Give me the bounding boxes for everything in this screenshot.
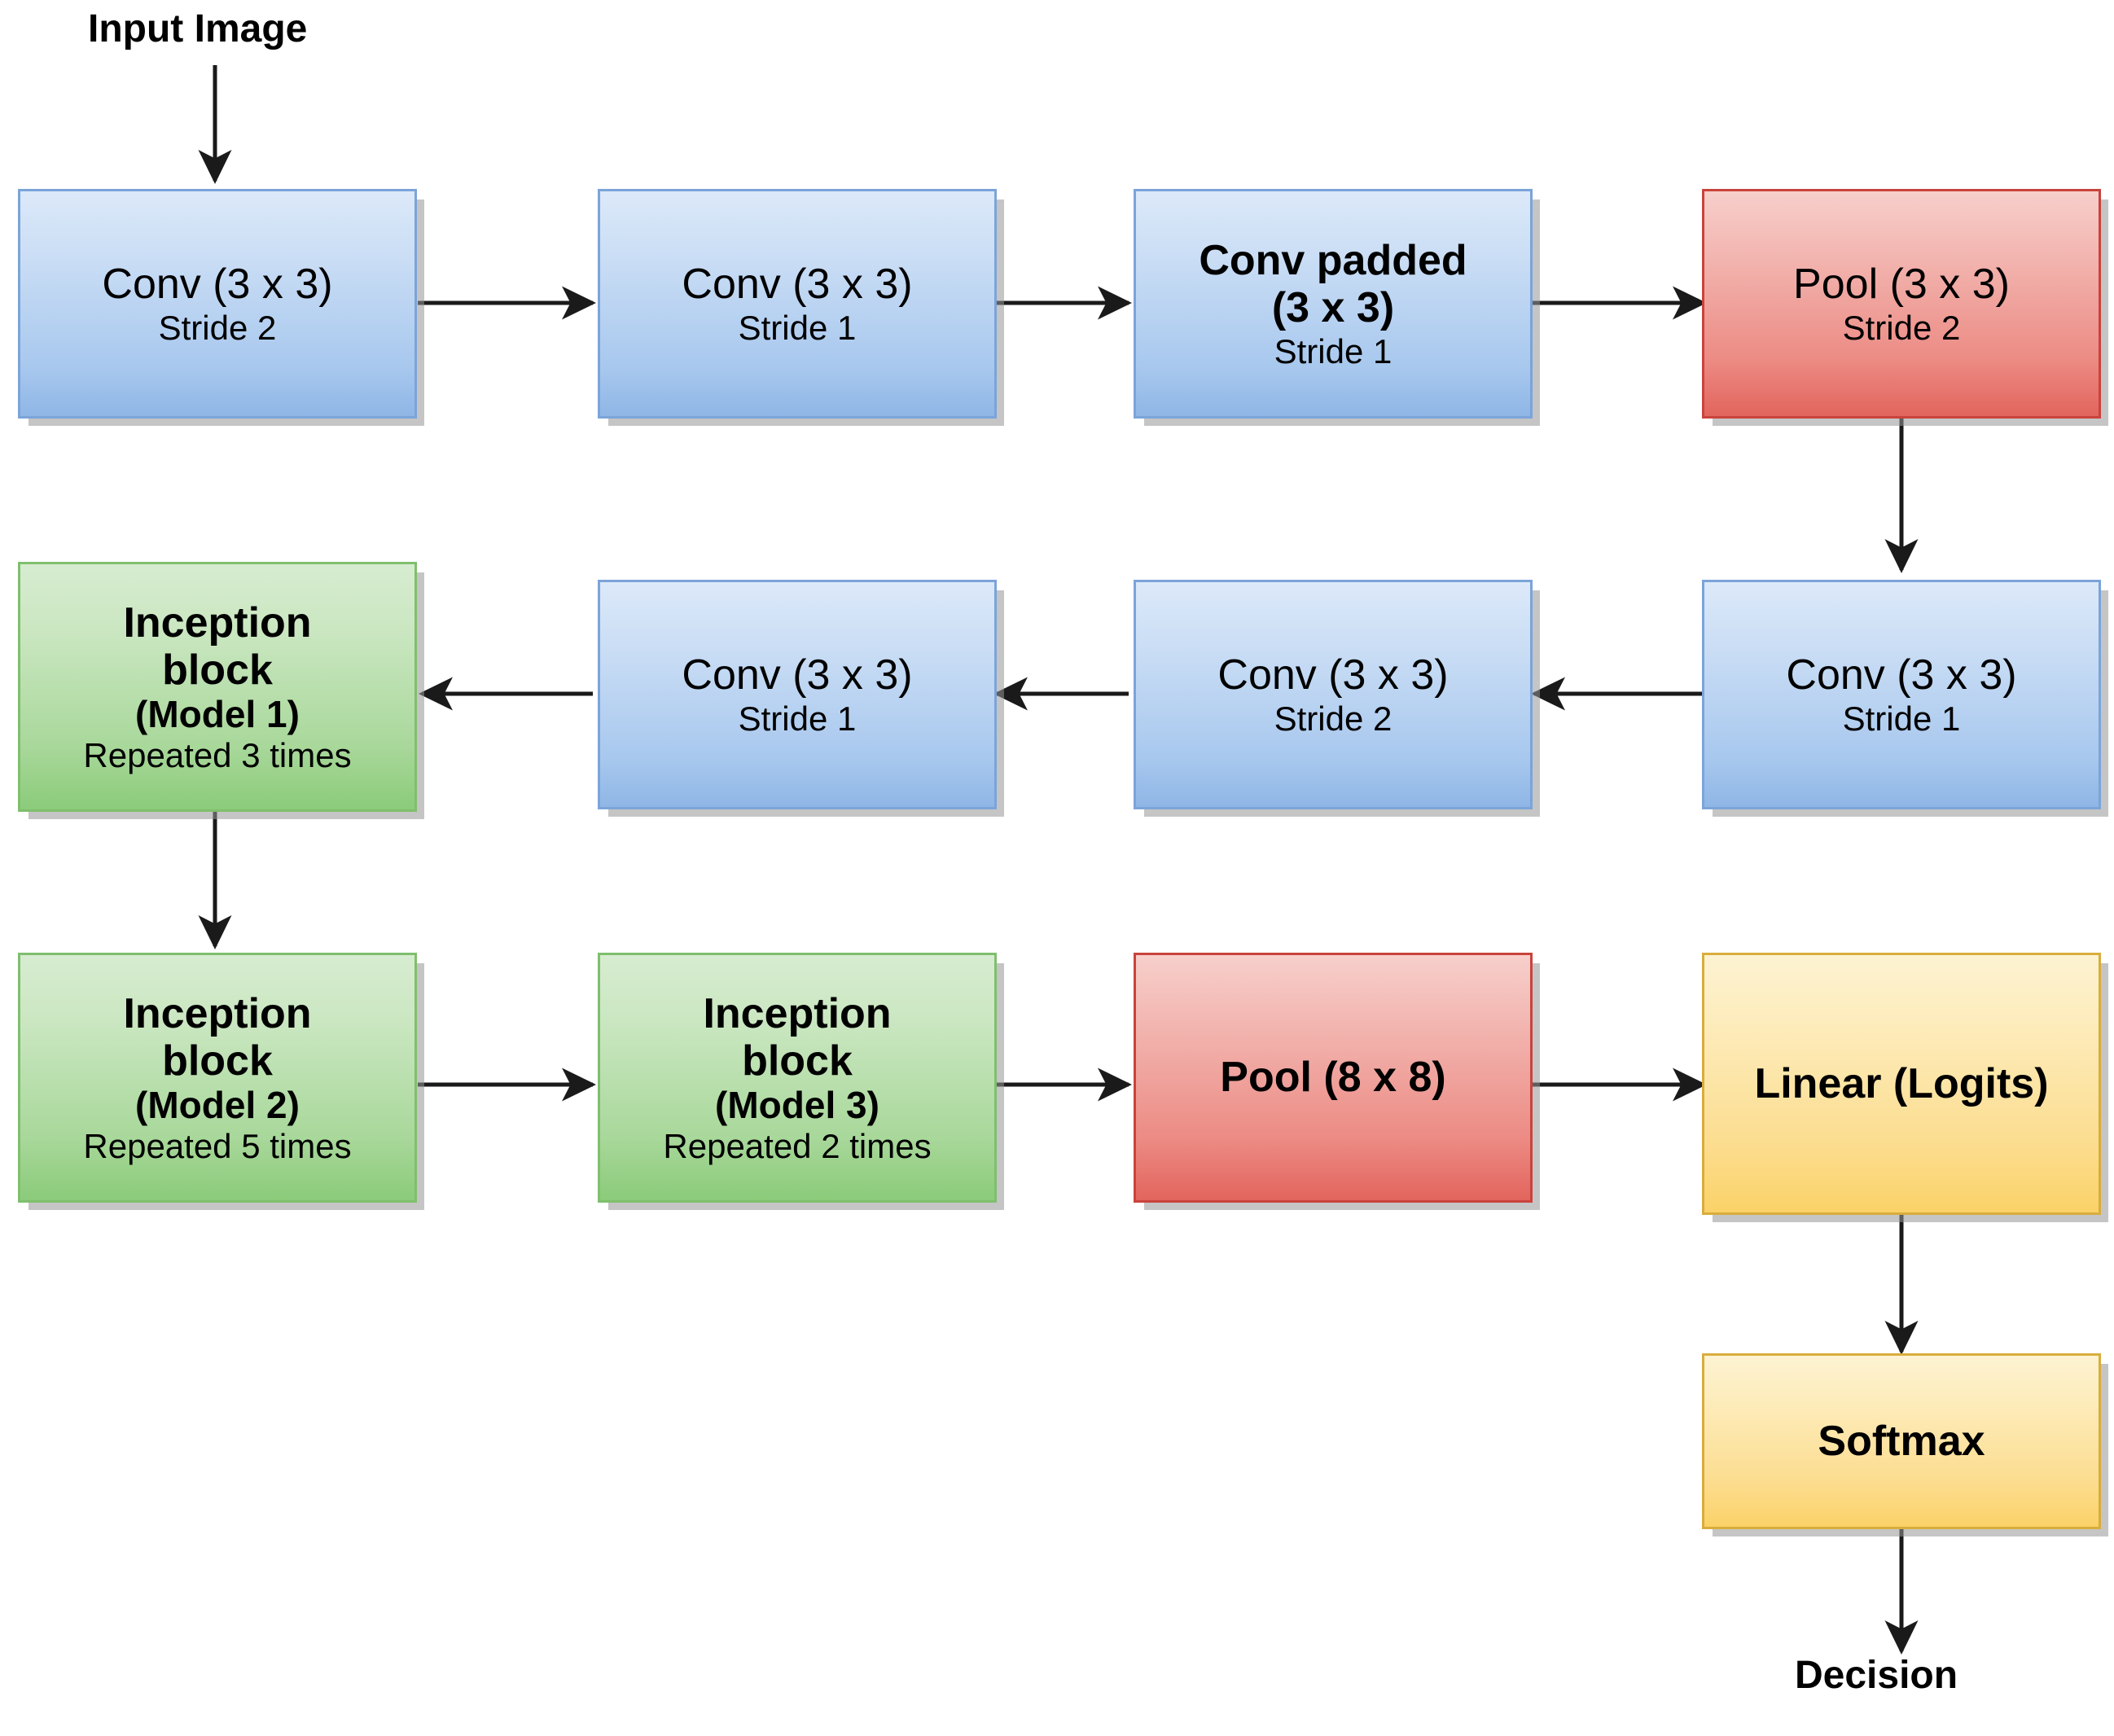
input-image-label: Input Image — [88, 7, 308, 50]
block-pool1-title: Pool (3 x 3) — [1793, 261, 2010, 309]
block-inception-1-model: (Model 1) — [135, 693, 300, 736]
block-inception-3-title: Inception — [703, 989, 892, 1037]
block-pool2[interactable]: Pool (8 x 8) — [1134, 953, 1533, 1203]
block-conv6-title: Conv (3 x 3) — [1786, 651, 2017, 699]
block-conv4-detail: Stride 1 — [738, 699, 857, 738]
block-conv2-detail: Stride 1 — [738, 308, 857, 347]
block-inception-2[interactable]: Inception block (Model 2) Repeated 5 tim… — [18, 953, 417, 1203]
block-conv3-title: Conv padded — [1199, 237, 1467, 285]
block-inception-2-title2: block — [162, 1037, 273, 1085]
decision-label: Decision — [1795, 1654, 1958, 1697]
block-softmax-title: Softmax — [1818, 1417, 1985, 1465]
block-softmax[interactable]: Softmax — [1702, 1353, 2101, 1529]
block-inception-3-title2: block — [742, 1037, 853, 1085]
block-conv6-detail: Stride 1 — [1842, 699, 1961, 738]
block-inception-3-detail: Repeated 2 times — [663, 1126, 932, 1165]
block-linear-logits[interactable]: Linear (Logits) — [1702, 953, 2101, 1215]
block-conv5-title: Conv (3 x 3) — [1217, 651, 1449, 699]
block-conv1[interactable]: Conv (3 x 3) Stride 2 — [18, 189, 417, 419]
block-inception-2-title: Inception — [123, 989, 312, 1037]
block-pool1-detail: Stride 2 — [1842, 308, 1961, 347]
block-conv4-title: Conv (3 x 3) — [682, 651, 913, 699]
block-conv2[interactable]: Conv (3 x 3) Stride 1 — [598, 189, 997, 419]
block-inception-3-model: (Model 3) — [715, 1084, 879, 1127]
block-conv5-detail: Stride 2 — [1274, 699, 1393, 738]
block-inception-2-detail: Repeated 5 times — [83, 1126, 352, 1165]
block-conv3-title2: (3 x 3) — [1271, 284, 1395, 332]
block-conv5[interactable]: Conv (3 x 3) Stride 2 — [1134, 580, 1533, 809]
block-inception-3[interactable]: Inception block (Model 3) Repeated 2 tim… — [598, 953, 997, 1203]
block-conv6[interactable]: Conv (3 x 3) Stride 1 — [1702, 580, 2101, 809]
block-inception-1[interactable]: Inception block (Model 1) Repeated 3 tim… — [18, 562, 417, 812]
block-conv3-padded[interactable]: Conv padded (3 x 3) Stride 1 — [1134, 189, 1533, 419]
block-pool2-title: Pool (8 x 8) — [1220, 1054, 1446, 1102]
block-conv2-title: Conv (3 x 3) — [682, 261, 913, 309]
block-conv4[interactable]: Conv (3 x 3) Stride 1 — [598, 580, 997, 809]
block-inception-2-model: (Model 2) — [135, 1084, 300, 1127]
block-inception-1-title2: block — [162, 647, 273, 695]
block-conv1-detail: Stride 2 — [158, 308, 277, 347]
block-inception-1-detail: Repeated 3 times — [83, 735, 352, 774]
block-conv3-detail: Stride 1 — [1274, 331, 1393, 370]
block-pool1[interactable]: Pool (3 x 3) Stride 2 — [1702, 189, 2101, 419]
block-inception-1-title: Inception — [123, 598, 312, 647]
block-conv1-title: Conv (3 x 3) — [102, 261, 333, 309]
block-linear-title: Linear (Logits) — [1754, 1059, 2049, 1107]
